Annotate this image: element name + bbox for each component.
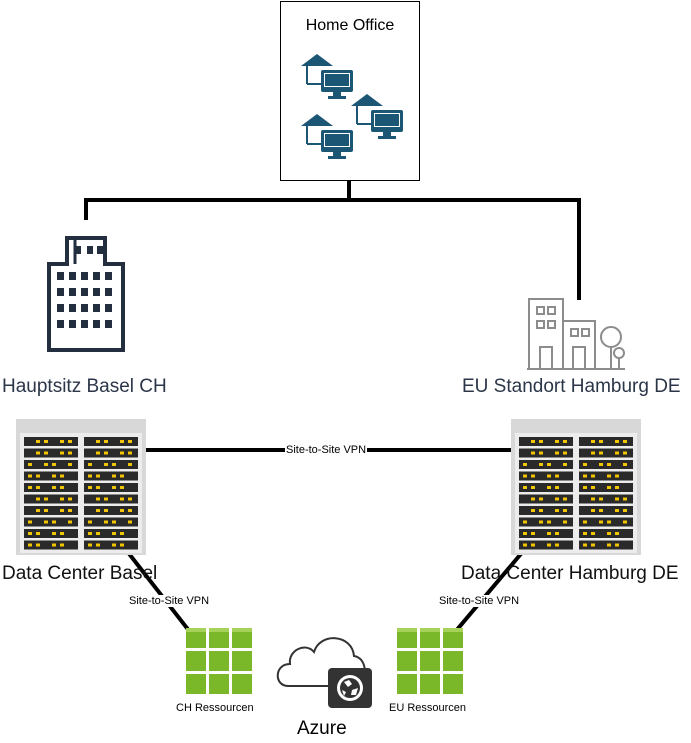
hq-label: Hauptsitz Basel CH: [2, 376, 167, 397]
hamburg-vpn-line: [452, 552, 523, 635]
dc-vpn-label: Site-to-Site VPN: [285, 444, 368, 456]
basel-vpn-label: Site-to-Site VPN: [128, 595, 211, 607]
eu-resources-label: EU Ressourcen: [389, 702, 467, 714]
datacenter-basel-label: Data Center Basel: [2, 563, 158, 584]
server-rack-icon: [16, 419, 146, 555]
home-office-title: Home Office: [305, 17, 395, 34]
remote-worker-icon: [301, 114, 353, 159]
remote-worker-icon: [351, 94, 403, 139]
datacenter-hamburg-label: Data Center Hamburg DE: [461, 563, 679, 584]
city-building-icon: [527, 298, 625, 370]
resource-group-icon: [186, 628, 252, 694]
cloud-globe-icon: [276, 637, 372, 708]
home-office-box: Home Office: [280, 1, 420, 181]
azure-label: Azure: [297, 718, 347, 739]
home-office-icons: [301, 54, 403, 159]
server-rack-icon: [511, 419, 641, 555]
resource-group-icon: [397, 628, 463, 694]
hamburg-vpn-label: Site-to-Site VPN: [438, 595, 521, 607]
basel-vpn-line: [127, 552, 193, 635]
eu-site-label: EU Standort Hamburg DE: [462, 376, 681, 397]
remote-worker-icon: [301, 54, 353, 99]
ch-resources-label: CH Ressourcen: [176, 702, 254, 714]
office-building-icon: [47, 236, 125, 352]
